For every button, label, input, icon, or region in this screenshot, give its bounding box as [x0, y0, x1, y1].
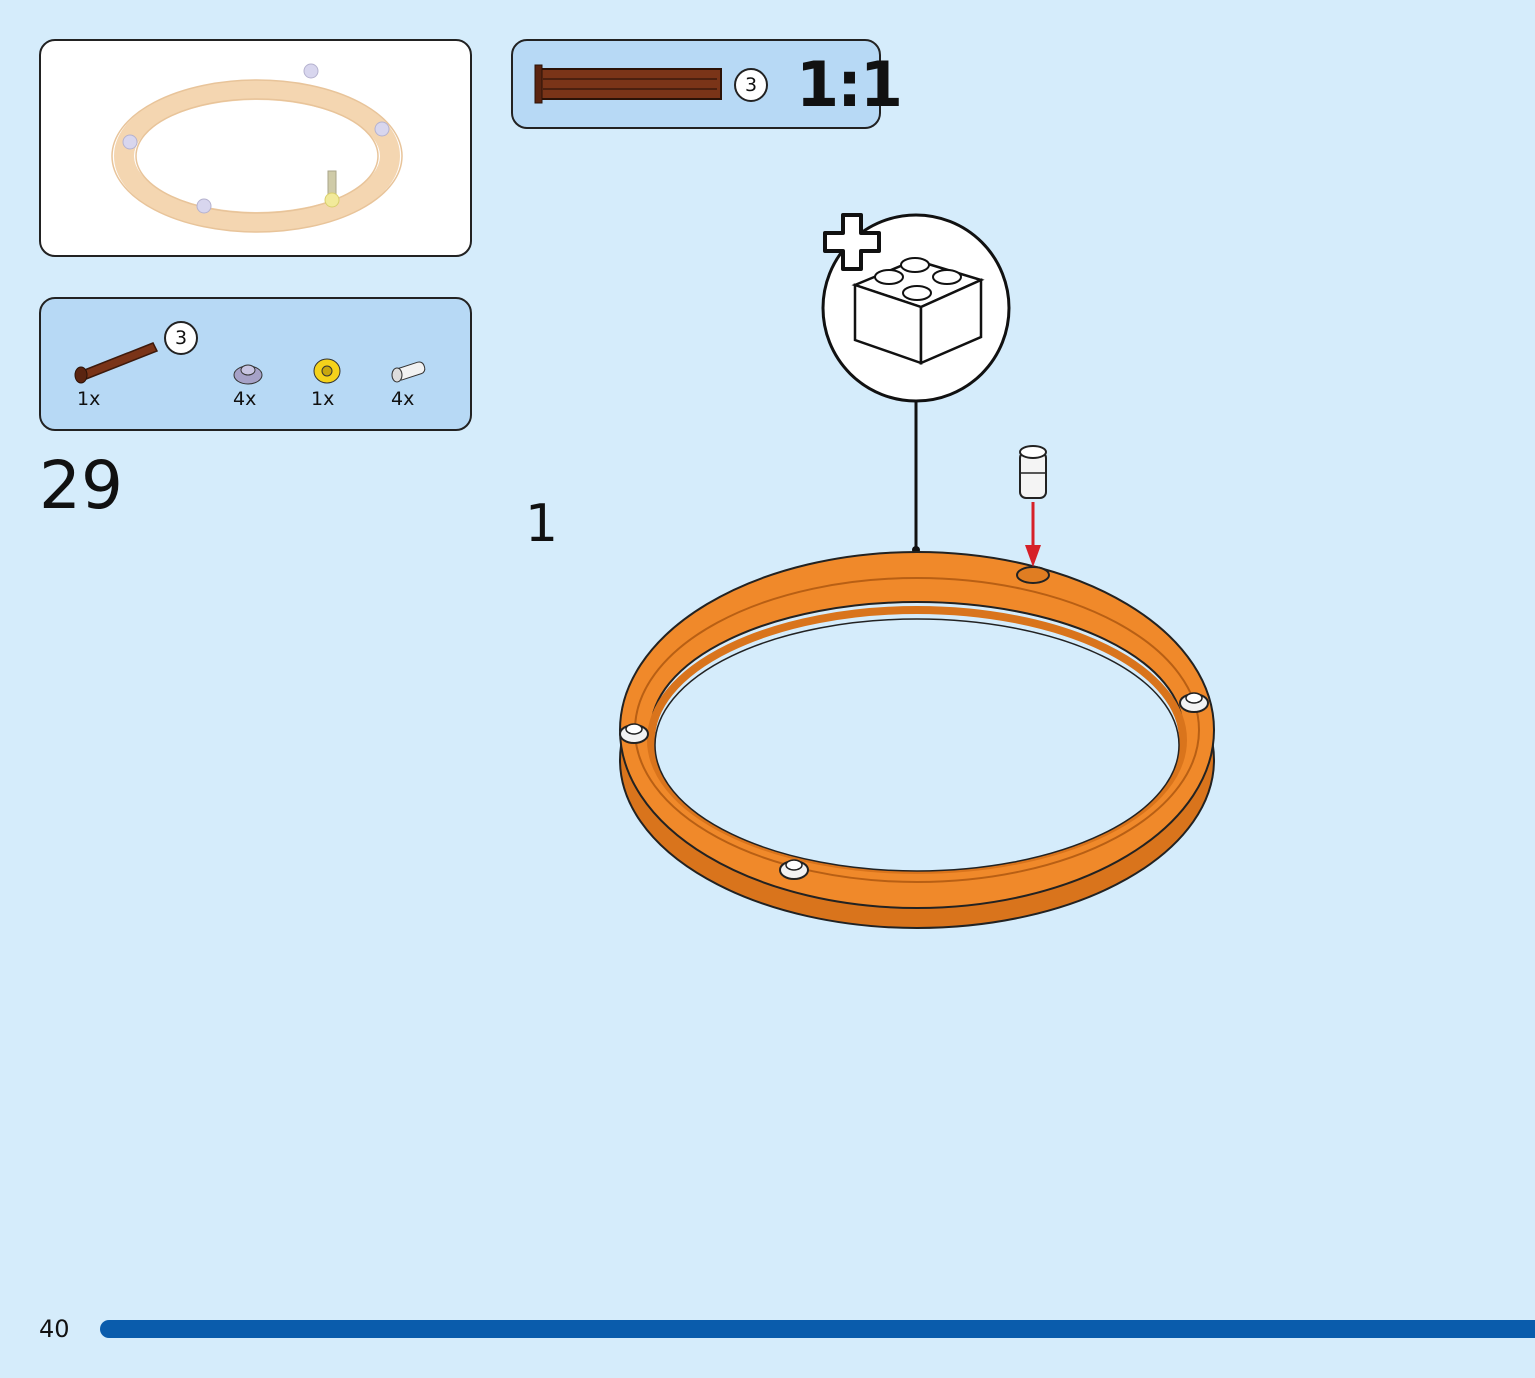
preview-panel	[39, 39, 472, 257]
axle-quantity: 1x	[77, 388, 101, 410]
orange-ring	[619, 551, 1215, 929]
parts-list-panel: 3 1x 4x 1x 4x	[39, 297, 472, 431]
round-plate-studs	[619, 692, 1209, 880]
insert-arrow	[1025, 502, 1041, 567]
bush-quantity: 1x	[311, 388, 335, 410]
scale-length-callout: 3	[734, 68, 768, 102]
plus-icon	[823, 213, 881, 271]
round-plate-icon	[233, 364, 263, 385]
scale-panel: 3 1:1	[511, 39, 903, 129]
progress-bar	[100, 1320, 1535, 1338]
axle-icon	[74, 342, 159, 384]
ring-hole	[1016, 566, 1050, 584]
bush-icon	[313, 358, 341, 384]
scale-ratio: 1:1	[796, 48, 903, 121]
page-number: 40	[39, 1315, 70, 1343]
preview-ring-image	[111, 63, 403, 233]
new-brick-indicator	[821, 213, 1011, 403]
axle-length-callout: 3	[164, 321, 198, 355]
main-illustration	[619, 213, 1215, 929]
sub-step-number: 1	[525, 494, 559, 554]
round-plate-quantity: 4x	[233, 388, 257, 410]
axle-scale-icon	[534, 64, 722, 104]
step-number: 29	[39, 447, 123, 524]
pin-quantity: 4x	[391, 388, 415, 410]
pin-part	[1019, 445, 1047, 499]
pin-icon	[391, 361, 426, 383]
